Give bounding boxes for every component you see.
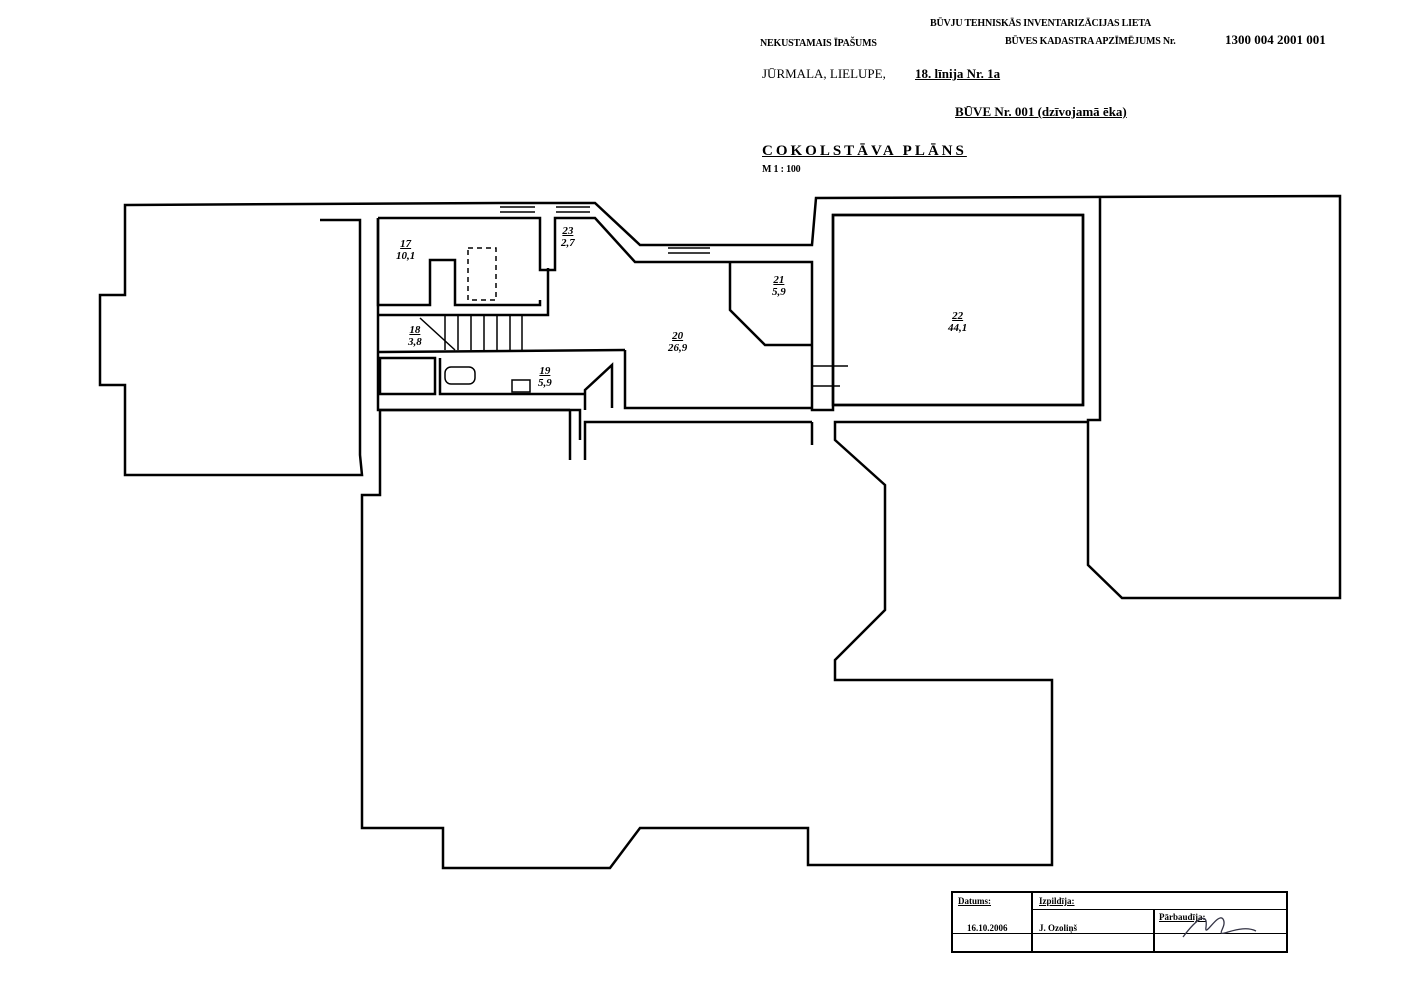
building-label: BŪVE Nr. 001 (dzīvojamā ēka): [955, 104, 1127, 119]
cadastre-number: 1300 004 2001 001: [1225, 32, 1326, 47]
windows: [500, 206, 848, 387]
room-21-outline: [728, 262, 812, 347]
property-label: NEKUSTAMAIS ĪPAŠUMS: [760, 38, 877, 49]
bathtub-icon: [444, 366, 476, 385]
executed-label: Izpildīja:: [1039, 896, 1075, 906]
staircase: [419, 315, 523, 351]
address-street: 18. līnija Nr. 1a: [915, 66, 1001, 81]
left-wing-outline: [98, 201, 501, 477]
checked-label: Pārbaudīja:: [1159, 912, 1206, 922]
address-prefix: JŪRMALA, LIELUPE,: [762, 66, 886, 81]
document-type: BŪVJU TEHNISKĀS INVENTARIZĀCIJAS LIETA: [930, 18, 1152, 29]
title-block: Datums: 16.10.2006 Izpildīja: J. Ozoliņš…: [951, 891, 1288, 953]
scale-label: M 1 : 100: [762, 164, 801, 175]
room-22-outline: [831, 213, 1085, 407]
boiler-icon: [467, 247, 497, 301]
date-label: Datums:: [958, 896, 991, 906]
plan-title: COKOLSTĀVA PLĀNS: [762, 143, 967, 159]
room-17-outline: [376, 218, 542, 307]
room-storage: [378, 356, 437, 396]
cadastre-label: BŪVES KADASTRA APZĪMĒJUMS Nr.: [1005, 36, 1176, 47]
executed-name: J. Ozoliņš: [1039, 923, 1078, 933]
top-wall: [500, 194, 1342, 600]
signature: [1182, 917, 1257, 938]
date-value: 16.10.2006: [967, 923, 1008, 933]
main-outline: [360, 408, 1088, 870]
sink-icon: [511, 379, 531, 393]
